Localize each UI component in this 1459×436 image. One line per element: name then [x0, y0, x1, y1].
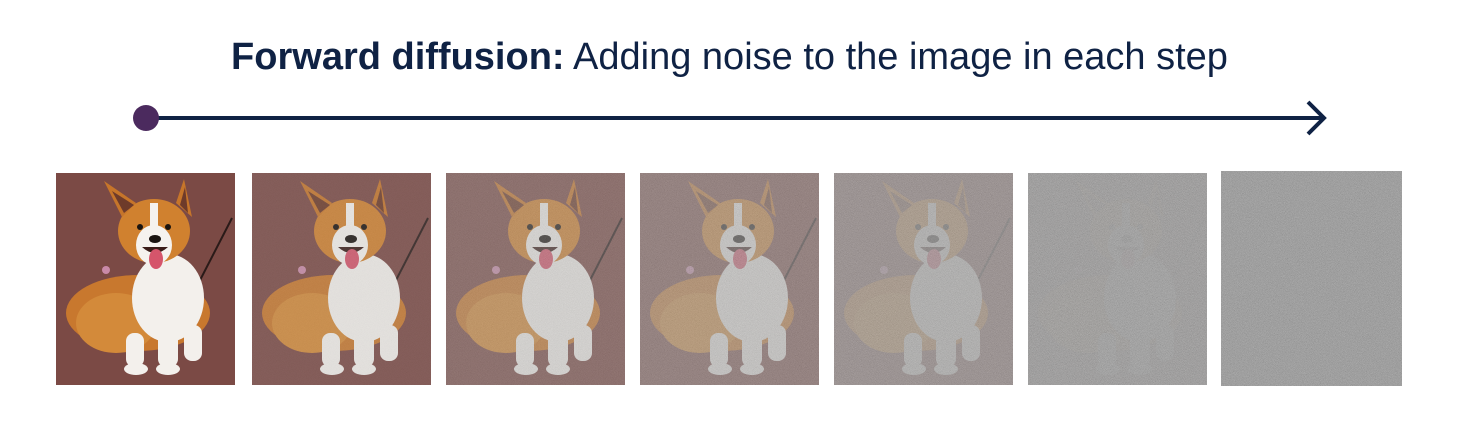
noise-layer — [640, 173, 819, 385]
frame-step-5 — [1028, 173, 1207, 385]
corgi-scene — [56, 173, 235, 385]
title-rest: Adding noise to the image in each step — [573, 36, 1228, 78]
diagram-title: Forward diffusion: Adding noise to the i… — [0, 36, 1459, 79]
frame-step-4 — [834, 173, 1013, 385]
title-bold: Forward diffusion: — [231, 36, 565, 78]
noise-layer — [252, 173, 431, 385]
start-dot — [133, 105, 159, 131]
noise-layer — [446, 173, 625, 385]
noise-layer — [834, 173, 1013, 385]
arrow-head — [1306, 100, 1327, 136]
frame-step-1 — [252, 173, 431, 385]
frame-step-0 — [56, 173, 235, 385]
frame-step-2 — [446, 173, 625, 385]
frame-step-3 — [640, 173, 819, 385]
noise-layer — [1221, 171, 1402, 386]
frame-step-6 — [1221, 171, 1402, 386]
noise-layer — [1028, 173, 1207, 385]
